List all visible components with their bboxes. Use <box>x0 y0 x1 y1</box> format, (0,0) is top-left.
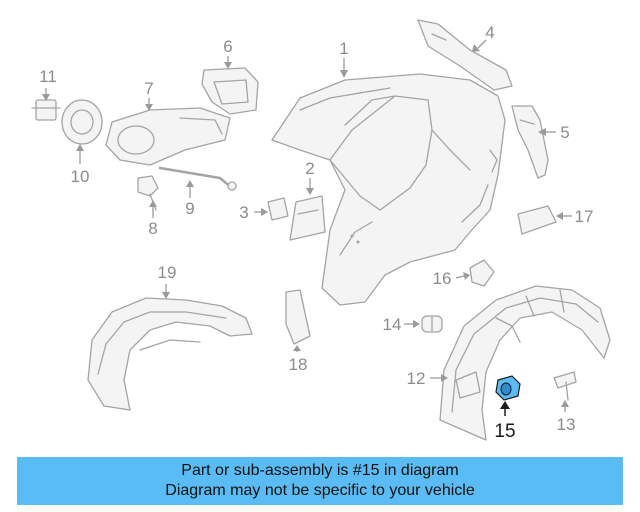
callout-13: 13 <box>557 415 576 434</box>
parts-diagram: 1 2 3 4 5 6 7 8 9 10 11 12 13 14 15 16 1… <box>31 19 611 442</box>
part-10-seal <box>61 99 103 145</box>
part-16-plug <box>469 259 495 287</box>
part-7-filler-housing <box>105 107 231 166</box>
callout-16: 16 <box>433 269 452 288</box>
callout-5: 5 <box>560 123 569 142</box>
part-2-plate <box>289 195 326 241</box>
callout-9: 9 <box>185 199 194 218</box>
callout-15-highlighted: 15 <box>494 421 515 442</box>
part-5-bracket <box>511 105 549 179</box>
callout-3: 3 <box>239 203 248 222</box>
callout-10: 10 <box>71 167 90 186</box>
banner-line-2: Diagram may not be specific to your vehi… <box>165 482 475 499</box>
part-18-panel <box>285 289 311 345</box>
part-3-clip <box>267 197 289 221</box>
callout-14: 14 <box>383 315 402 334</box>
part-12-wheel-liner-right <box>439 285 611 441</box>
callout-4: 4 <box>485 23 494 42</box>
callout-18: 18 <box>289 355 308 374</box>
part-6-fuel-door <box>201 67 259 115</box>
part-17-block <box>517 205 557 235</box>
callout-1: 1 <box>339 39 348 58</box>
part-15-nut-highlighted <box>495 375 521 401</box>
callout-6: 6 <box>223 37 232 56</box>
part-9-cable <box>158 166 237 191</box>
callout-8: 8 <box>148 219 157 238</box>
callout-19: 19 <box>158 263 177 282</box>
part-4-trim-strip <box>417 19 513 91</box>
part-14-grommet <box>421 315 443 333</box>
part-13-screw <box>553 371 577 401</box>
callout-12: 12 <box>407 369 426 388</box>
banner-line-1: Part or sub-assembly is #15 in diagram <box>181 462 459 479</box>
callout-7: 7 <box>144 79 153 98</box>
callout-11: 11 <box>39 67 57 86</box>
info-banner: Part or sub-assembly is #15 in diagram D… <box>17 457 623 505</box>
part-1-quarter-panel <box>271 73 506 306</box>
callout-2: 2 <box>305 159 314 178</box>
leader-lines <box>42 39 572 416</box>
part-11-actuator <box>31 99 61 121</box>
callout-17: 17 <box>575 207 594 226</box>
part-19-wheel-liner-left <box>87 297 253 411</box>
